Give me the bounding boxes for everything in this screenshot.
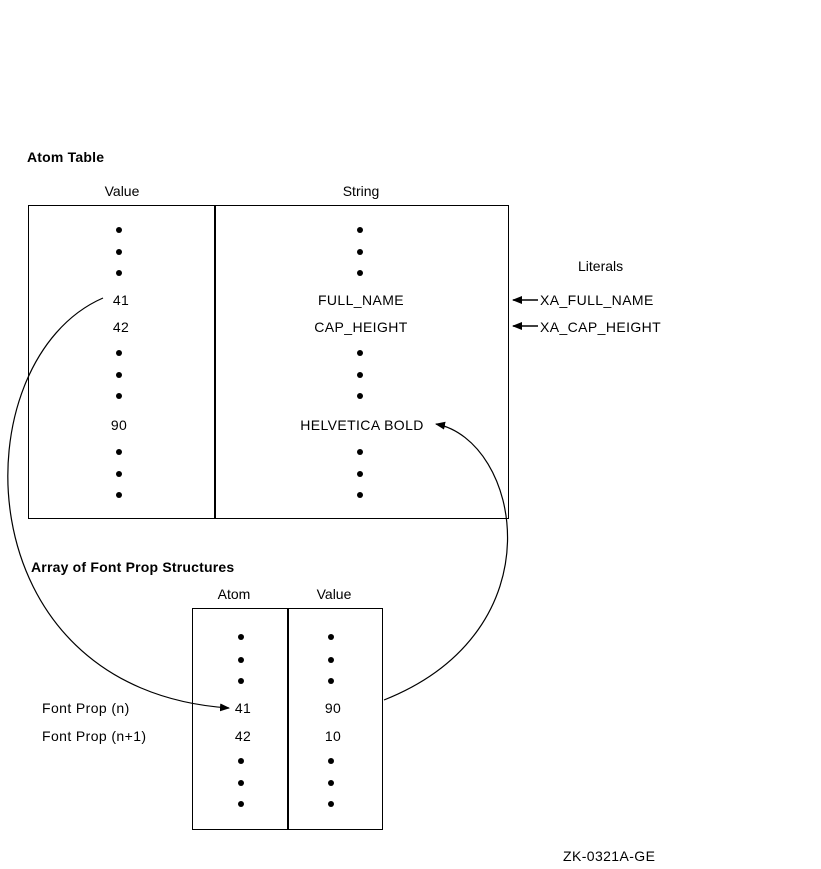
ellipsis-dot — [328, 801, 334, 807]
figure-code: ZK-0321A-GE — [563, 848, 656, 864]
font-prop-row-label: Font Prop (n) — [42, 700, 130, 716]
ellipsis-dot — [357, 372, 363, 378]
ellipsis-dot — [116, 249, 122, 255]
atom-value-cell: 90 — [110, 417, 128, 433]
ellipsis-dot — [238, 780, 244, 786]
font-prop-value-cell: 90 — [324, 700, 342, 716]
ellipsis-dot — [328, 678, 334, 684]
ellipsis-dot — [328, 780, 334, 786]
font-prop-array-title: Array of Font Prop Structures — [31, 559, 235, 575]
font-prop-atom-cell: 41 — [234, 700, 252, 716]
ellipsis-dot — [116, 270, 122, 276]
ellipsis-dot — [116, 350, 122, 356]
literal-item: XA_FULL_NAME — [540, 292, 654, 308]
ellipsis-dot — [238, 657, 244, 663]
atom-table-title: Atom Table — [27, 149, 105, 165]
atom-value-cell: 41 — [112, 292, 130, 308]
ellipsis-dot — [238, 634, 244, 640]
atom-string-cell: FULL_NAME — [317, 292, 405, 308]
font-prop-atom-header: Atom — [217, 586, 251, 602]
ellipsis-dot — [357, 350, 363, 356]
atom-table-column-divider — [214, 205, 216, 519]
ellipsis-dot — [116, 471, 122, 477]
ellipsis-dot — [116, 393, 122, 399]
ellipsis-dot — [238, 801, 244, 807]
atom-table-value-header: Value — [104, 183, 140, 199]
ellipsis-dot — [116, 227, 122, 233]
ellipsis-dot — [357, 249, 363, 255]
ellipsis-dot — [357, 449, 363, 455]
font-prop-column-divider — [287, 608, 289, 830]
ellipsis-dot — [116, 492, 122, 498]
font-prop-atom-cell: 42 — [234, 728, 252, 744]
atom-value-cell: 42 — [112, 319, 130, 335]
atom-table-box — [28, 205, 509, 519]
literals-title: Literals — [578, 258, 624, 274]
ellipsis-dot — [116, 449, 122, 455]
font-prop-value-header: Value — [316, 586, 352, 602]
ellipsis-dot — [238, 758, 244, 764]
atom-table-string-header: String — [342, 183, 380, 199]
ellipsis-dot — [357, 471, 363, 477]
value-90-link-arrow — [383, 421, 509, 701]
ellipsis-dot — [328, 634, 334, 640]
ellipsis-dot — [357, 227, 363, 233]
ellipsis-dot — [328, 657, 334, 663]
ellipsis-dot — [357, 393, 363, 399]
ellipsis-dot — [357, 492, 363, 498]
ellipsis-dot — [238, 678, 244, 684]
literal-item: XA_CAP_HEIGHT — [540, 319, 662, 335]
atom-string-cell: CAP_HEIGHT — [314, 319, 408, 335]
atom-41-link-arrow — [7, 297, 230, 712]
ellipsis-dot — [357, 270, 363, 276]
font-prop-value-cell: 10 — [324, 728, 342, 744]
ellipsis-dot — [116, 372, 122, 378]
atom-string-cell: HELVETICA BOLD — [300, 417, 424, 433]
font-prop-row-label: Font Prop (n+1) — [42, 728, 147, 744]
ellipsis-dot — [328, 758, 334, 764]
